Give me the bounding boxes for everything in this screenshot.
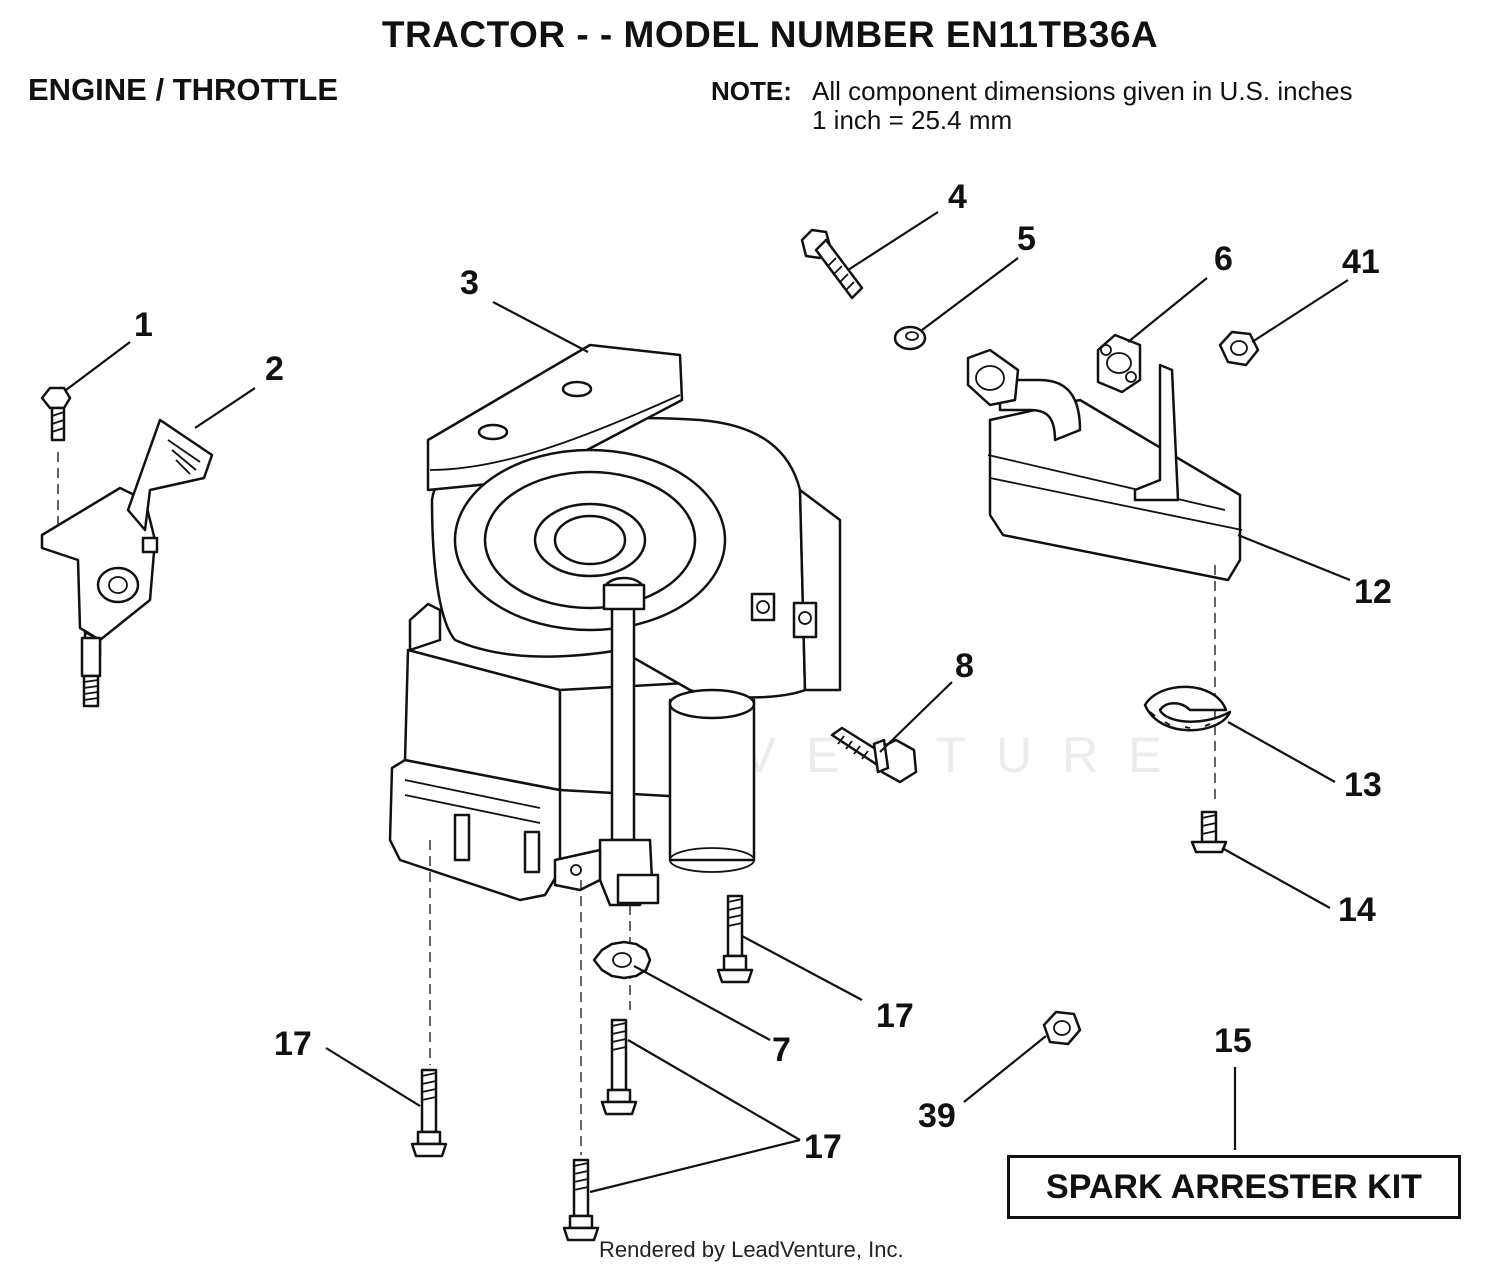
section-title: ENGINE / THROTTLE (28, 72, 338, 107)
callout-5: 5 (1017, 220, 1036, 258)
callout-13: 13 (1344, 766, 1382, 804)
leader-lines (65, 211, 1351, 1194)
part-3-engine (388, 343, 842, 907)
callout-15: 15 (1214, 1022, 1252, 1060)
callout-14: 14 (1338, 891, 1376, 929)
callout-39: 39 (918, 1097, 956, 1135)
footer-credit: Rendered by LeadVenture, Inc. (599, 1237, 904, 1262)
part-13-spark-arrester-screen (1143, 685, 1232, 732)
callout-17-lower: 17 (804, 1128, 842, 1166)
callout-17-left: 17 (274, 1025, 312, 1063)
note-label: NOTE: (711, 76, 792, 106)
callout-7: 7 (772, 1031, 791, 1069)
callout-17-upper: 17 (876, 997, 914, 1035)
spark-arrester-kit-label: SPARK ARRESTER KIT (1046, 1168, 1422, 1206)
part-17-bolt-upper (716, 894, 754, 984)
part-41-nut (1218, 330, 1260, 367)
part-6-gasket (1096, 333, 1142, 394)
part-14-screw (1190, 810, 1228, 854)
note-line-2: 1 inch = 25.4 mm (812, 105, 1013, 135)
part-7-lock-washer (592, 940, 652, 980)
callout-1: 1 (134, 306, 153, 344)
part-8-bolt (830, 726, 918, 784)
callout-41: 41 (1342, 243, 1380, 281)
callout-6: 6 (1214, 240, 1233, 278)
part-2-throttle-control (40, 418, 214, 708)
part-17-bolt-left (410, 1068, 448, 1158)
part-17-bolt-middle (600, 1018, 638, 1116)
part-4-bolt (800, 228, 864, 300)
part-17-bolt-lower (562, 1158, 600, 1242)
part-12-muffler (966, 348, 1243, 582)
callout-12: 12 (1354, 573, 1392, 611)
part-15-spark-arrester-kit-box: SPARK ARRESTER KIT (1007, 1155, 1461, 1219)
part-5-washer (893, 325, 927, 351)
callout-2: 2 (265, 350, 284, 388)
callout-4: 4 (948, 178, 967, 216)
callout-8: 8 (955, 647, 974, 685)
part-1-bolt (40, 386, 72, 442)
note-line-1: All component dimensions given in U.S. i… (812, 76, 1353, 106)
part-39-nut (1042, 1010, 1082, 1046)
callout-3: 3 (460, 264, 479, 302)
page-title: TRACTOR - - MODEL NUMBER EN11TB36A (381, 14, 1159, 55)
